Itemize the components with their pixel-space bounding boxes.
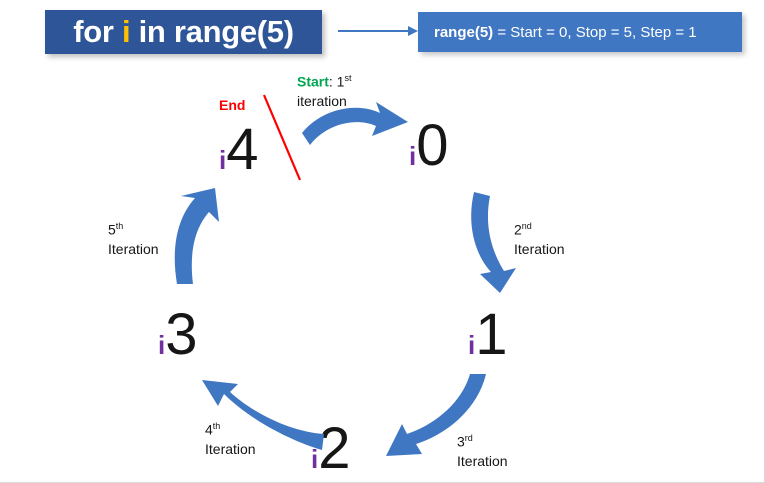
code-variable-i: i bbox=[121, 14, 131, 49]
iteration-2-label: 2nd Iteration bbox=[514, 220, 565, 258]
start-ordinal: st bbox=[344, 73, 352, 83]
start-line2: iteration bbox=[297, 92, 347, 109]
node-4-variable: i bbox=[219, 145, 227, 175]
iteration-2-ordinal: nd bbox=[521, 221, 532, 231]
loop-value-node-1: i1 bbox=[468, 306, 508, 364]
node-1-value: 1 bbox=[475, 302, 507, 367]
node-4-value: 4 bbox=[226, 117, 258, 182]
curved-arrow-up-icon bbox=[174, 188, 219, 284]
iteration-2-number: 2 bbox=[514, 221, 522, 238]
iteration-3-ordinal: rd bbox=[464, 433, 473, 443]
iteration-3-number: 3 bbox=[457, 433, 465, 450]
range-call-label: range(5) bbox=[434, 23, 494, 41]
iteration-5-line2: Iteration bbox=[108, 240, 159, 257]
iteration-2-line2: Iteration bbox=[514, 240, 565, 257]
iteration-4-label: 4th Iteration bbox=[205, 420, 256, 458]
loop-value-node-2: i2 bbox=[311, 420, 351, 478]
iteration-4-line2: Iteration bbox=[205, 440, 256, 457]
start-separator: : 1 bbox=[328, 73, 345, 90]
node-2-variable: i bbox=[311, 444, 319, 474]
iteration-3-line2: Iteration bbox=[457, 452, 508, 469]
node-1-variable: i bbox=[468, 330, 476, 360]
node-3-value: 3 bbox=[165, 302, 197, 367]
iteration-5-number: 5 bbox=[108, 221, 116, 238]
loop-value-node-4: i4 bbox=[219, 121, 259, 179]
range-definition-box: range(5) = Start = 0, Stop = 5, Step = 1 bbox=[418, 12, 742, 52]
loop-value-node-0: i0 bbox=[409, 117, 449, 175]
iteration-4-ordinal: th bbox=[212, 421, 221, 431]
code-snippet-box: for i in range(5) bbox=[45, 10, 322, 54]
code-in-range: in range(5) bbox=[130, 14, 294, 49]
end-label: End bbox=[219, 97, 246, 113]
code-keyword-for: for bbox=[73, 14, 122, 49]
start-word: Start bbox=[297, 73, 329, 90]
node-0-value: 0 bbox=[416, 113, 448, 178]
start-label: Start: 1st iteration bbox=[297, 72, 352, 110]
iteration-3-label: 3rd Iteration bbox=[457, 432, 508, 470]
iteration-5-ordinal: th bbox=[115, 221, 124, 231]
node-2-value: 2 bbox=[318, 416, 350, 481]
iteration-4-number: 4 bbox=[205, 421, 213, 438]
node-0-variable: i bbox=[409, 141, 417, 171]
node-3-variable: i bbox=[158, 330, 166, 360]
right-arrow-icon bbox=[338, 26, 418, 36]
iteration-5-label: 5th Iteration bbox=[108, 220, 159, 258]
range-params-label: = Start = 0, Stop = 5, Step = 1 bbox=[493, 23, 697, 41]
loop-value-node-3: i3 bbox=[158, 306, 198, 364]
